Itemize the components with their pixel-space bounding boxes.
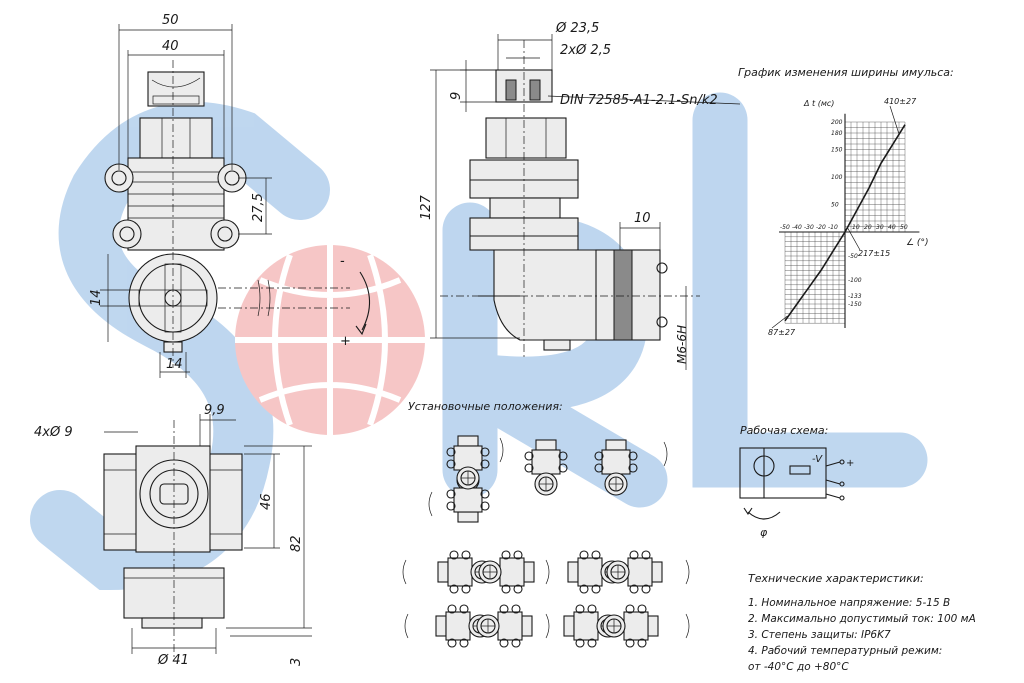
y-tick-label: -50 — [848, 253, 858, 260]
rotation-minus-label: - — [340, 254, 345, 269]
dim-height-inner: 46 — [259, 493, 274, 510]
x-tick-label: -10 — [828, 224, 838, 231]
y-tick-label: -100 — [848, 277, 862, 284]
specifications: Технические характеристики: 1. Номинальн… — [748, 572, 976, 673]
y-tick-label: 200 — [831, 119, 843, 126]
spec-item: 1. Номинальное напряжение: 5-15 В — [748, 597, 950, 609]
mounting-position-icon — [606, 550, 663, 594]
specs-title: Технические характеристики: — [748, 572, 924, 585]
x-tick-label: -40 — [792, 224, 802, 231]
dim-offset-left: 14 — [89, 289, 104, 306]
rotation-bracket — [404, 613, 409, 639]
x-tick-label: 30 — [876, 224, 884, 231]
dim-holes: 4xØ 9 — [34, 425, 73, 440]
mounting-position-icon — [478, 550, 535, 594]
callout-leader — [771, 315, 788, 329]
spec-item: 4. Рабочий температурный режим: — [748, 645, 942, 657]
rotation-bracket — [545, 559, 550, 585]
dim-arm: 10 — [634, 211, 651, 226]
chart-series — [771, 105, 906, 329]
chart-title: График изменения ширины имульса: — [738, 66, 954, 79]
working-schematic: Рабочая схема: -V + φ — [739, 424, 854, 539]
rotation-bracket — [499, 437, 504, 463]
rotation-bracket — [685, 613, 690, 639]
callout-leader — [847, 227, 861, 251]
series-line — [784, 124, 906, 322]
dim-width-outer: 50 — [162, 13, 179, 28]
rotation-bracket — [685, 559, 690, 585]
mounting-position-icon — [446, 466, 490, 523]
mounting-title: Установочные положения: — [408, 400, 563, 413]
callout-mid: 217±15 — [858, 249, 890, 258]
callout-bottom: 87±27 — [768, 328, 796, 337]
dim-connector-height: 9 — [449, 92, 464, 100]
voltage-label: -V — [812, 454, 823, 465]
x-tick-label: 10 — [852, 224, 860, 231]
thread-label: M6-6H — [675, 325, 689, 364]
pulse-width-chart: График изменения ширины имульса: Δ t (мс… — [738, 66, 954, 337]
dim-total-height: 127 — [419, 194, 434, 220]
x-tick-label: 40 — [888, 224, 896, 231]
dim-offset-bottom: 14 — [166, 357, 183, 372]
chart-x-axis-label: ∠ (°) — [906, 238, 928, 248]
dim-base: 3 — [289, 658, 304, 666]
mounting-position-icon — [476, 604, 533, 648]
dim-offset: 9,9 — [204, 403, 225, 418]
mounting-positions: Установочные положения: — [402, 400, 690, 648]
mounting-position-icon — [524, 439, 568, 496]
plus-label: + — [846, 458, 854, 469]
rotation-plus-label: + — [340, 334, 351, 349]
rotation-bracket — [545, 613, 550, 639]
x-tick-label: 20 — [864, 224, 872, 231]
rotation-bracket — [663, 441, 668, 467]
connector-standard: DIN 72585-A1-2.1-Sn/k2 — [560, 93, 718, 108]
callout-leader — [889, 105, 900, 135]
y-tick-label: 50 — [831, 202, 839, 209]
y-tick-label: 100 — [831, 174, 843, 181]
dim-height-mount: 27,5 — [251, 193, 266, 222]
dim-height-total: 82 — [289, 535, 304, 552]
mounting-icons — [402, 435, 690, 648]
schematic-title: Рабочая схема: — [740, 424, 828, 437]
callout-top: 410±27 — [884, 97, 917, 106]
y-tick-label: -133 — [848, 293, 862, 300]
spec-item: 3. Степень защиты: IP6K7 — [748, 629, 891, 641]
y-tick-label: 150 — [831, 147, 843, 154]
dim-bottom-diameter: Ø 41 — [157, 653, 189, 668]
spec-item: 2. Максимально допустимый ток: 100 мА — [748, 613, 976, 625]
y-tick-label: 180 — [831, 130, 843, 137]
mounting-position-icon — [594, 439, 638, 496]
mounting-position-icon — [602, 604, 659, 648]
rotation-bracket — [428, 491, 433, 517]
x-tick-label: 50 — [900, 224, 908, 231]
x-tick-label: -20 — [816, 224, 826, 231]
y-tick-label: -150 — [848, 301, 862, 308]
spec-item: от -40°С до +80°С — [748, 661, 849, 673]
side-view: Ø 23,5 2xØ 2,5 9 127 10 DIN 72585-A1-2.1… — [419, 21, 741, 370]
bottom-view: 4xØ 9 9,9 46 82 Ø 41 3 — [34, 403, 312, 668]
dim-pins: 2xØ 2,5 — [560, 43, 611, 58]
angle-symbol: φ — [760, 526, 768, 539]
rotation-bracket — [402, 559, 407, 585]
x-tick-label: -30 — [804, 224, 814, 231]
mounting-position-icon — [437, 550, 494, 594]
front-view: 50 40 27,5 14 14 — [89, 13, 350, 378]
x-tick-label: -50 — [780, 224, 790, 231]
chart-y-axis-label: Δ t (мс) — [803, 99, 834, 108]
dim-diameter: Ø 23,5 — [555, 21, 599, 36]
dim-width-inner: 40 — [162, 39, 179, 54]
rotation-arrow: - + — [340, 254, 371, 349]
